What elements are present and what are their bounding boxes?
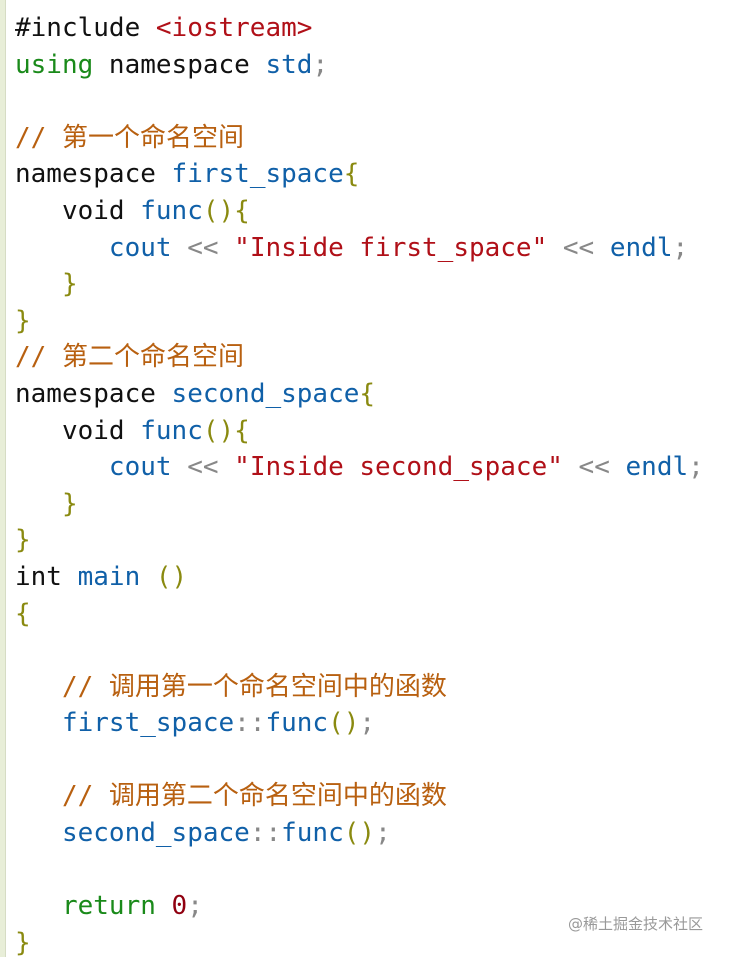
code-token: endl [609, 232, 673, 263]
code-token: func [281, 818, 344, 849]
code-line: int main () [15, 559, 704, 596]
code-line: namespace first_space{ [15, 156, 704, 193]
code-token [15, 818, 62, 848]
code-token: ; [688, 452, 704, 483]
code-line: void func(){ [15, 193, 704, 230]
code-line: // 第一个命名空间 [15, 120, 704, 157]
code-token: () [140, 561, 188, 592]
code-line: // 第二个命名空间 [15, 339, 704, 376]
code-line: first_space::func(); [15, 705, 704, 742]
code-token: ; [375, 818, 391, 849]
code-line [15, 742, 704, 779]
code-token: return [61, 891, 156, 922]
code-line [15, 852, 704, 889]
code-token: { [15, 598, 31, 629]
code-token: func [140, 195, 203, 226]
code-token: second_space [171, 378, 360, 409]
editor-gutter [0, 0, 6, 957]
code-line [15, 83, 704, 120]
code-token: } [15, 269, 78, 300]
code-line: namespace second_space{ [15, 376, 704, 413]
code-token: :: [249, 818, 282, 849]
code-token: using [15, 49, 94, 80]
code-token: { [343, 159, 360, 190]
code-token: "Inside second_space" [234, 452, 563, 483]
code-token: second_space [61, 818, 250, 849]
code-line: } [15, 266, 704, 303]
code-token: ; [312, 49, 329, 80]
code-line: #include <iostream> [15, 10, 704, 47]
code-line: // 调用第二个命名空间中的函数 [15, 778, 704, 815]
code-token: } [15, 525, 31, 556]
code-line: void func(){ [15, 413, 704, 450]
code-token: cout [108, 452, 172, 483]
code-line: second_space::func(); [15, 815, 704, 852]
code-token: void [15, 195, 141, 226]
code-token: ; [672, 232, 689, 263]
code-line [15, 632, 704, 669]
code-token [15, 891, 62, 921]
code-token: << [562, 452, 626, 483]
code-token: endl [625, 452, 689, 483]
code-token: () [328, 708, 360, 739]
code-token: main [77, 561, 141, 592]
code-line: cout << "Inside second_space" << endl; [15, 449, 704, 486]
code-token: int [15, 561, 78, 592]
code-line: return 0; [15, 888, 704, 925]
code-editor[interactable]: #include <iostream>using namespace std; … [15, 10, 704, 961]
code-token: 0 [171, 891, 188, 922]
code-token [15, 233, 109, 263]
code-token: // 第一个命名空间 [15, 122, 244, 153]
code-token: << [171, 452, 235, 483]
code-token: std [265, 49, 313, 80]
code-token: // 调用第二个命名空间中的函数 [15, 781, 447, 812]
code-line: } [15, 486, 704, 523]
code-token: <iostream> [155, 13, 313, 43]
code-token: // 调用第一个命名空间中的函数 [15, 671, 447, 702]
code-token: (){ [202, 415, 250, 446]
code-token: :: [234, 708, 266, 739]
watermark: @稀土掘金技术社区 [568, 915, 704, 933]
code-token: (){ [202, 195, 250, 226]
code-token: func [140, 415, 203, 446]
code-token [156, 891, 172, 921]
code-line: } [15, 303, 704, 340]
code-token: } [15, 927, 31, 958]
code-token: ; [187, 891, 203, 922]
code-token: namespace [15, 378, 172, 409]
code-token: } [15, 488, 78, 519]
code-token: func [265, 708, 329, 739]
code-token: first_space [171, 159, 344, 190]
code-token: "Inside first_space" [234, 232, 548, 263]
code-token: () [343, 818, 376, 849]
code-line: } [15, 522, 704, 559]
code-token: // 第二个命名空间 [15, 342, 244, 373]
code-token: namespace [15, 159, 172, 190]
code-token: { [359, 378, 376, 409]
code-token: << [547, 232, 610, 263]
code-line: { [15, 596, 704, 633]
code-token: ; [359, 708, 376, 739]
code-token: #include [15, 13, 156, 43]
code-token: first_space [61, 708, 235, 739]
code-token: void [15, 415, 141, 446]
code-line: } [15, 925, 704, 961]
code-token [15, 452, 109, 482]
code-token [15, 708, 62, 738]
code-token: } [15, 305, 31, 336]
code-line: // 调用第一个命名空间中的函数 [15, 669, 704, 706]
code-line: cout << "Inside first_space" << endl; [15, 230, 704, 267]
code-line: using namespace std; [15, 47, 704, 84]
code-token: << [171, 232, 235, 263]
code-token: namespace [93, 49, 266, 80]
code-token: cout [108, 232, 172, 263]
